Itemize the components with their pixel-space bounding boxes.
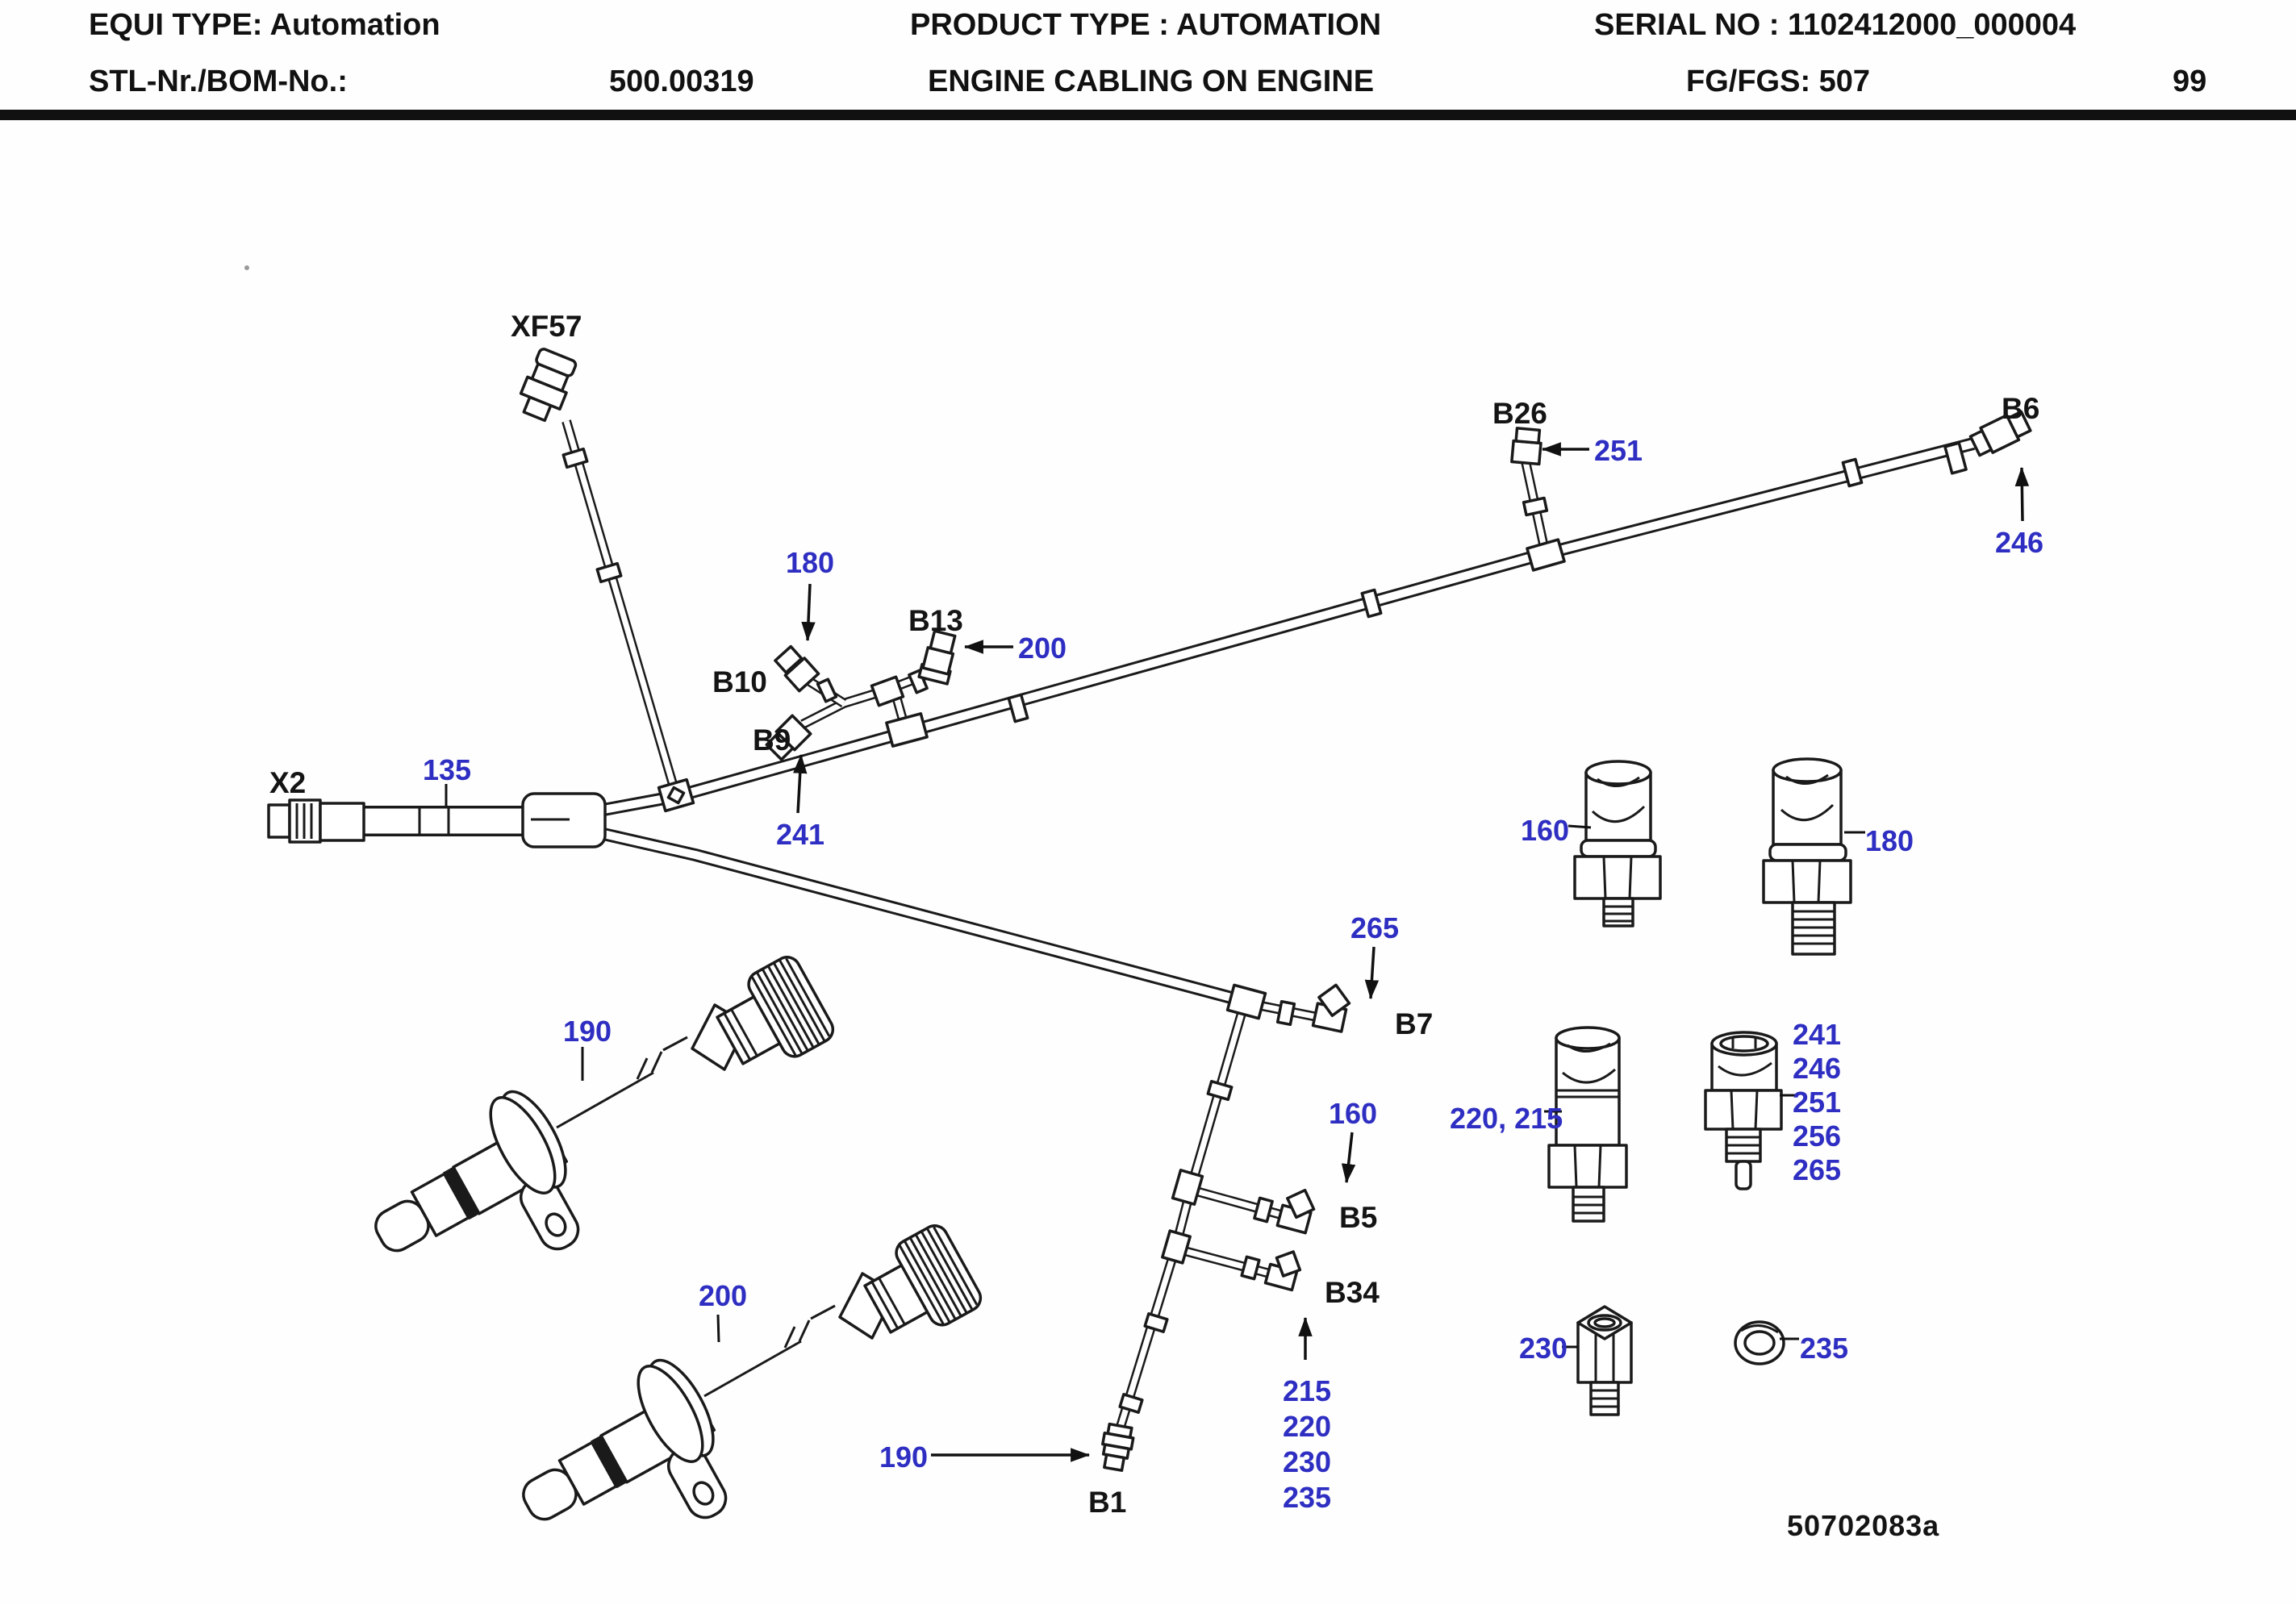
callout-265-b7: 265 [1350,911,1400,944]
callout-temp-265: 265 [1793,1153,1842,1186]
callout-180-pressure: 180 [1865,824,1914,857]
speed-sensor-200 [513,1219,987,1532]
callout-temp-256: 256 [1793,1119,1842,1153]
header-product-type: PRODUCT TYPE : AUTOMATION [910,8,1382,42]
callout-200-b13: 200 [1018,632,1067,665]
connector-b7 [1311,983,1351,1033]
harness-fittings [418,441,1968,1414]
header-divider [0,110,2296,120]
callout-190-sensor: 190 [563,1015,612,1048]
connector-b10 [774,644,820,693]
connector-label-b9: B9 [753,723,791,757]
connector-label-b1: B1 [1088,1486,1127,1519]
connector-b1 [1101,1422,1135,1472]
connector-label-b7: B7 [1395,1007,1434,1040]
connector-label-xf57: XF57 [511,310,582,343]
callout-b34-230: 230 [1283,1445,1332,1478]
header-drawing-title: ENGINE CABLING ON ENGINE [928,65,1375,98]
temp-sensor [1704,1031,1783,1190]
callout-b34-220: 220 [1283,1410,1332,1443]
pressure-sensor-180 [1762,757,1852,956]
callout-arrows [445,442,2030,1462]
callout-241-b9: 241 [776,818,825,851]
o-ring-235 [1734,1320,1785,1365]
callout-160-b5: 160 [1329,1097,1378,1130]
callout-235: 235 [1800,1332,1849,1365]
callout-temp-246: 246 [1793,1052,1842,1085]
callout-251-b26: 251 [1594,434,1643,467]
pressure-sensor-160 [1573,760,1662,928]
callout-b34-list: 215 220 230 235 [1283,1374,1331,1515]
connector-label-b5: B5 [1339,1201,1378,1234]
connector-b5 [1275,1188,1316,1235]
connector-b13 [917,629,957,686]
callout-135: 135 [423,753,472,786]
callout-temp-251: 251 [1793,1086,1842,1119]
callout-246-b6: 246 [1995,526,2044,559]
callout-220-215: 220, 215 [1450,1102,1563,1135]
connector-label-b34: B34 [1325,1276,1380,1309]
connector-b9 [765,714,812,761]
header-bom-label: STL-Nr./BOM-No.: [89,65,348,98]
callout-b34-235: 235 [1283,1481,1332,1514]
connector-label-b6: B6 [2002,392,2040,425]
stray-dot [244,265,249,270]
connector-b26 [1510,427,1542,466]
callout-180-b10: 180 [786,546,835,579]
header-equi-type: EQUI TYPE: Automation [89,8,440,42]
callout-temp-241: 241 [1793,1018,1842,1051]
connector-b34 [1263,1250,1302,1292]
header-bom-value: 500.00319 [609,65,754,98]
callout-temp-sensor-list: 241 246 251 256 265 [1793,1018,1841,1187]
connector-b6 [1968,410,2032,457]
connector-x2 [267,792,607,848]
header-fg-fgs: FG/FGS: 507 [1686,65,1871,98]
hex-adapter-230 [1576,1305,1633,1416]
pressure-sensor-220-215 [1547,1026,1628,1223]
callout-160-pressure: 160 [1521,814,1570,847]
callout-230: 230 [1519,1332,1568,1365]
header-serial-no: SERIAL NO : 1102412000_000004 [1594,8,2077,42]
speed-sensor [374,956,835,1253]
connector-label-b13: B13 [908,604,963,637]
connector-label-b10: B10 [712,665,767,698]
callout-190-b1: 190 [879,1440,929,1474]
header-page-number: 99 [2173,65,2207,98]
connector-label-x2: X2 [269,766,307,799]
drawing-number: 50702083a [1787,1509,1940,1542]
connector-label-b26: B26 [1492,397,1547,430]
callout-200-sensor: 200 [699,1279,748,1312]
callout-b34-215: 215 [1283,1374,1332,1407]
connector-xf57 [519,348,578,423]
